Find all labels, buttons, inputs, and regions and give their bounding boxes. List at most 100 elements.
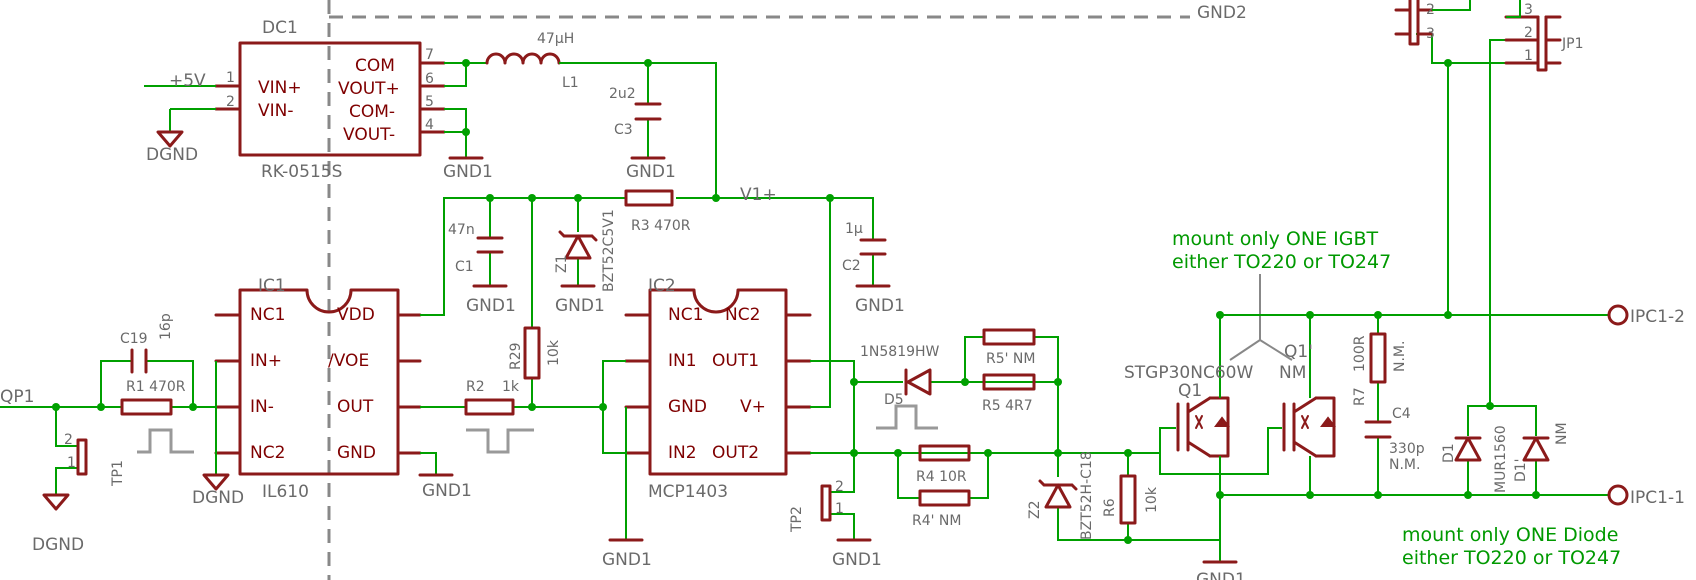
gnd2-label: GND2 <box>1197 3 1247 23</box>
r7-value: 100R <box>1352 335 1368 372</box>
r7-c4-snubber: R7 100R N.M. C4 330p N.M. <box>1352 315 1425 495</box>
dc1-pinnum-2: 2 <box>226 94 235 110</box>
ic2-pin-out2: OUT2 <box>712 443 759 463</box>
dc1-pinnum-1: 1 <box>226 70 235 86</box>
r2-value: 1k <box>502 379 520 395</box>
dc1-output-wiring: GND1 <box>443 59 493 182</box>
r6-value: 10k <box>1144 486 1160 513</box>
r7-name: R7 <box>1352 387 1368 406</box>
dc1-pin-vout-minus: VOUT- <box>343 125 395 145</box>
ic1-pin-gnd: GND <box>337 443 376 463</box>
ic1-pin-in-plus: IN+ <box>250 351 282 371</box>
note-igbt-line1: mount only ONE IGBT <box>1172 228 1379 250</box>
ic2-pin-vplus: V+ <box>740 397 766 417</box>
ic2-pin-gnd: GND <box>668 397 707 417</box>
q1-value: STGP30NC60W <box>1124 363 1253 383</box>
q1p-value: NM <box>1279 363 1306 383</box>
l1-name: L1 <box>562 75 579 91</box>
jp2-pin3: 3 <box>1426 26 1435 42</box>
r29-name: R29 <box>508 342 524 370</box>
c3-name: C3 <box>614 122 633 138</box>
dgnd-label-ic1: DGND <box>192 488 244 508</box>
q1-name: Q1 <box>1178 381 1202 401</box>
ic1-pin-voe: /VOE <box>328 351 369 371</box>
tp2-pin1: 1 <box>835 501 844 517</box>
z2-r6: Z2 BZT52H-C18 R6 10k <box>1027 451 1220 544</box>
ic1-value: IL610 <box>262 482 309 502</box>
ipc1-2-label: IPC1-2 <box>1630 307 1685 327</box>
d1p-name: D1' <box>1513 458 1529 482</box>
c2-name: C2 <box>842 258 861 274</box>
qp1-label: QP1 <box>0 387 34 407</box>
notes: mount only ONE IGBT either TO220 or TO24… <box>1172 228 1621 569</box>
igbt-q1prime: Q1' NM <box>1159 274 1336 499</box>
dc1-pin-com-minus: COM- <box>349 102 395 122</box>
d1-name: D1 <box>1441 443 1457 463</box>
dgnd-label-top: DGND <box>146 145 198 165</box>
d5-value: 1N5819HW <box>860 344 940 360</box>
note-diode-line1: mount only ONE Diode <box>1402 524 1618 546</box>
q1p-name: Q1' <box>1284 342 1313 362</box>
ic1-pin-nc1: NC1 <box>250 305 285 325</box>
gnd1-label-igbt: GND1 <box>1196 570 1246 580</box>
ic2-pin-in1: IN1 <box>668 351 697 371</box>
ic1-isolator: IC1 IL610 NC1 IN+ IN- NC2 VDD /VOE OUT G… <box>192 276 472 508</box>
c2-value: 1µ <box>845 221 863 237</box>
dc1-pinnum-6: 6 <box>425 71 434 87</box>
ic1-pin-vdd: VDD <box>337 305 375 325</box>
dc1-pinnum-4: 4 <box>425 117 434 133</box>
tp1-name: TP1 <box>110 460 126 487</box>
ic2-value: MCP1403 <box>648 482 728 502</box>
c4-name: C4 <box>1392 406 1411 422</box>
gnd1-label-ic1: GND1 <box>422 481 472 501</box>
v1plus-rail: V1+ R3 470R <box>441 185 874 316</box>
gnd1-igbt: GND1 <box>1196 540 1246 580</box>
gnd1-label-tp2: GND1 <box>832 550 882 570</box>
c3-value: 2u2 <box>609 86 636 102</box>
jp-headers: 3 2 1 JP1 2 3 <box>1394 0 1583 315</box>
ic2-pin-out1: OUT1 <box>712 351 759 371</box>
gnd1-label-z1: GND1 <box>555 296 605 316</box>
z1-value: BZT52C5V1 <box>601 209 617 292</box>
ic1-name: IC1 <box>258 276 286 296</box>
gnd1-label-c1: GND1 <box>466 296 516 316</box>
dc1-pin-vout-plus: VOUT+ <box>338 79 400 99</box>
dc1-pin-com: COM <box>355 56 395 76</box>
v1plus-label: V1+ <box>740 185 777 205</box>
c4-nm: N.M. <box>1389 457 1420 473</box>
gate-network: 1N5819HW D5 R5' NM R5 4R7 R4 10R R4' NM … <box>789 328 1160 570</box>
gnd1-label-ic2: GND1 <box>602 550 652 570</box>
output-rails: IPC1-2 IPC1-1 <box>1220 304 1685 508</box>
jp1-pin2: 2 <box>1524 25 1533 41</box>
r2-name: R2 <box>466 379 485 395</box>
jp1-pin1: 1 <box>1524 48 1533 64</box>
note-igbt-line2: either TO220 or TO247 <box>1172 251 1391 273</box>
dc1-pinnum-7: 7 <box>425 47 434 63</box>
ic2-pin-in2: IN2 <box>668 443 697 463</box>
supply-input: +5V DGND <box>144 71 216 165</box>
d5-name: D5 <box>884 392 904 408</box>
d1-diodes: D1 MUR1560 D1' NM <box>1441 39 1570 495</box>
c1-capacitor: 47n C1 GND1 <box>448 198 516 316</box>
dgnd-label-tp1: DGND <box>32 535 84 555</box>
ic2-driver: IC2 MCP1403 NC1 IN1 GND IN2 NC2 OUT1 V+ … <box>602 198 831 570</box>
ic1-pin-in-minus: IN- <box>250 397 274 417</box>
c19-name: C19 <box>120 331 148 347</box>
dc1-pin-vin-minus: VIN- <box>258 101 294 121</box>
ic1-pin-nc2: NC2 <box>250 443 285 463</box>
plus5v-label: +5V <box>169 71 206 91</box>
gnd1-label-c2: GND1 <box>855 296 905 316</box>
l1-inductor: 47µH L1 <box>485 31 717 198</box>
c3-capacitor: 2u2 C3 GND1 <box>609 63 676 182</box>
d1-value: MUR1560 <box>1493 425 1509 493</box>
r7-nm: N.M. <box>1392 341 1408 372</box>
gnd1-label-c3: GND1 <box>626 162 676 182</box>
r4-label: R4 10R <box>916 469 967 485</box>
r4p-label: R4' NM <box>912 513 962 529</box>
tp2-name: TP2 <box>789 506 805 533</box>
tp1-pin2: 2 <box>64 432 73 448</box>
z1-name: Z1 <box>554 255 570 274</box>
dc1-converter: DC1 RK-0515S VIN+ VIN- COM VOUT+ COM- VO… <box>214 18 446 182</box>
r29-value: 10k <box>546 339 562 366</box>
